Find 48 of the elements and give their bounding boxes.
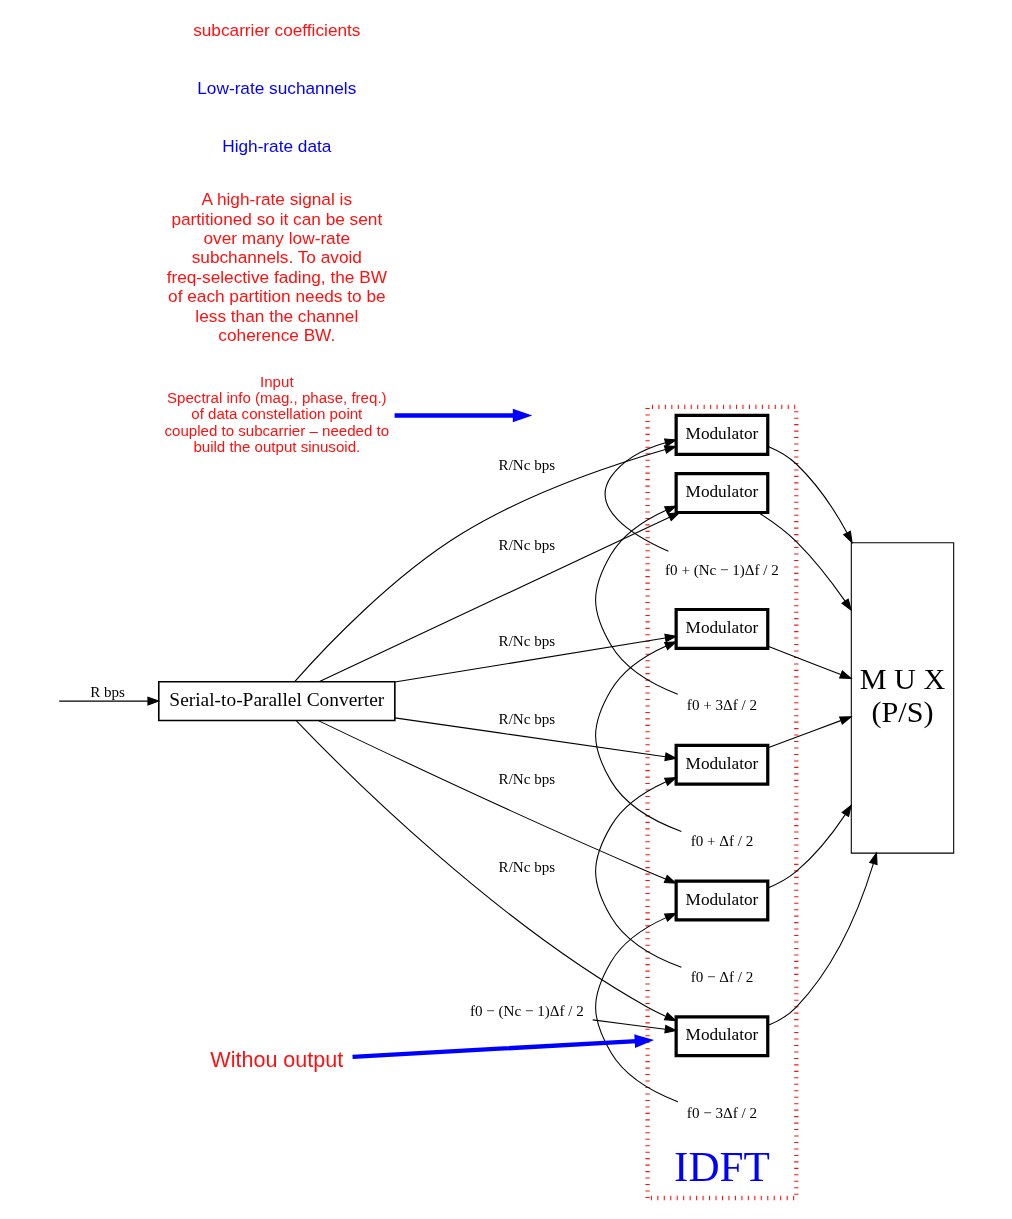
node-box: Modulator bbox=[674, 413, 770, 456]
arrow bbox=[317, 720, 678, 884]
arrow bbox=[595, 641, 682, 832]
node-text: f0 + 3Δf / 2 bbox=[686, 697, 758, 714]
arrow bbox=[757, 511, 853, 612]
node-box: Modulator bbox=[674, 607, 770, 650]
arrow bbox=[595, 505, 679, 695]
node-text: f0 − Δf / 2 bbox=[690, 969, 754, 986]
arrow bbox=[595, 912, 679, 1103]
node-box: Modulator bbox=[674, 879, 770, 922]
node-box: Modulator bbox=[674, 1015, 770, 1058]
arrow bbox=[394, 717, 678, 762]
label: subcarrier coefficients bbox=[193, 19, 361, 40]
node-text: f0 + (Nc − 1)Δf / 2 bbox=[665, 561, 779, 578]
node-text: f0 − 3Δf / 2 bbox=[686, 1104, 758, 1121]
edge-label: R/Nc bps bbox=[498, 537, 556, 554]
arrow bbox=[604, 438, 678, 552]
label: High-rate data bbox=[222, 136, 332, 157]
arrow bbox=[767, 804, 853, 889]
node-box: Serial-to-Parallel Converter bbox=[158, 680, 396, 722]
arrow bbox=[394, 408, 533, 423]
arrow bbox=[767, 645, 853, 679]
arrow bbox=[58, 696, 161, 706]
arrow bbox=[767, 445, 853, 544]
edge-label: R/Nc bps bbox=[498, 633, 556, 650]
edge-label: R/Nc bps bbox=[498, 771, 556, 788]
node-text: Input Spectral info (mag., phase, freq.) of data constellation point coupled to subcarrier – needed to build the output sinusoid. bbox=[164, 373, 390, 455]
edge-label: R/Nc bps bbox=[498, 456, 556, 473]
node-text: Withou output bbox=[210, 1046, 344, 1072]
arrow bbox=[767, 716, 853, 749]
label: A high-rate signal is partitioned so it can be sent over many low-rate subchannels. To avoid freq-selective fading, the BW of each partition needs to be less than the channel coherence BW. bbox=[166, 189, 387, 345]
arrow bbox=[394, 633, 678, 683]
node-box: Modulator bbox=[674, 472, 770, 515]
edge-label: R/Nc bps bbox=[498, 710, 556, 727]
arrow bbox=[294, 445, 678, 683]
arrow bbox=[595, 777, 682, 968]
arrow bbox=[767, 851, 878, 1027]
edge-label: R bps bbox=[90, 684, 125, 701]
node-box: M U X (P/S) bbox=[850, 542, 955, 854]
arrow bbox=[352, 1034, 655, 1060]
arrow bbox=[592, 1019, 678, 1034]
arrow bbox=[319, 511, 681, 683]
arrow bbox=[295, 720, 678, 1022]
label: Low-rate suchannels bbox=[197, 78, 357, 99]
node-box: Modulator bbox=[674, 743, 770, 786]
node-text: f0 + Δf / 2 bbox=[690, 833, 754, 850]
node-text: f0 − (Nc − 1)Δf / 2 bbox=[469, 1002, 584, 1019]
edge-label: R/Nc bps bbox=[498, 858, 556, 875]
